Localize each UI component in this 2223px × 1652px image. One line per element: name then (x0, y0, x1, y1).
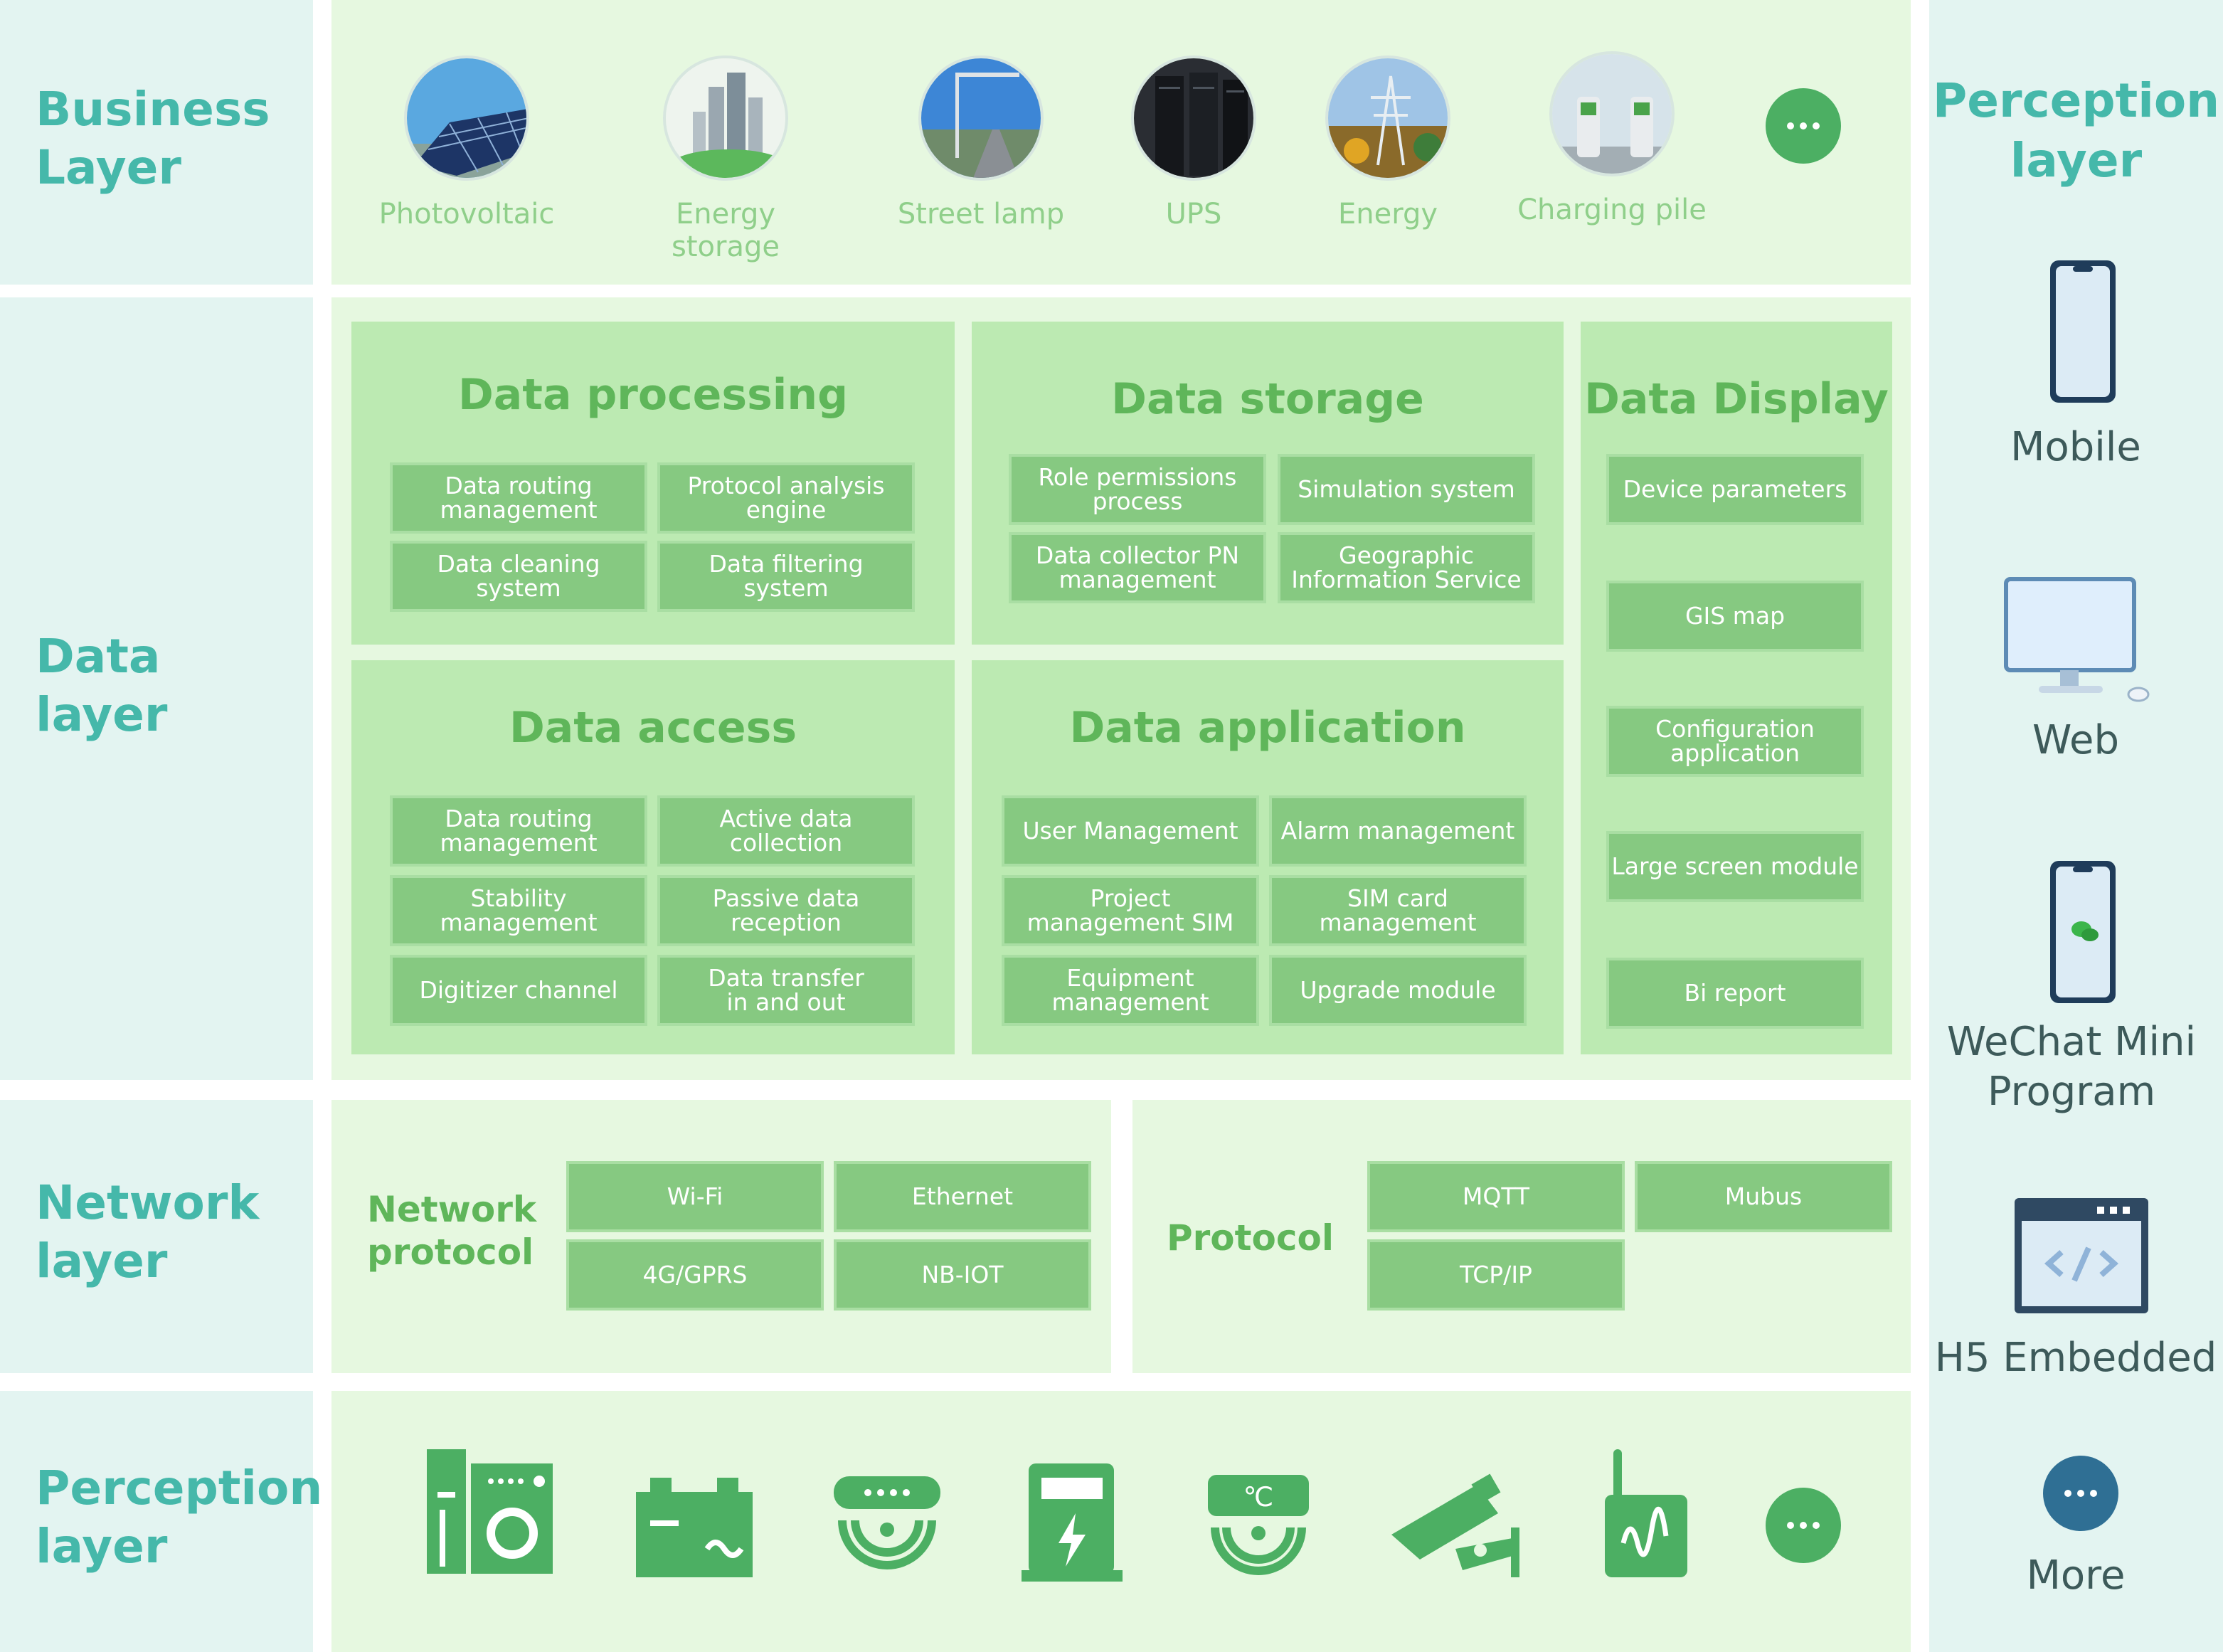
protocol-panel: Protocol MQTT Mubus TCP/IP (1132, 1100, 1911, 1373)
nb-iot-box: NB-IOT (834, 1239, 1091, 1311)
data-storage-title: Data storage (1111, 374, 1424, 424)
code-window-icon[interactable] (2012, 1195, 2151, 1316)
mubus-box: Mubus (1635, 1161, 1892, 1232)
temperature-sensor-icon: ℃ (1208, 1475, 1309, 1575)
business-layer-band: Business Layer (0, 0, 313, 285)
h5-embedded-label: H5 Embedded (1934, 1335, 2217, 1381)
network-protocol-title: Network protocol (367, 1189, 537, 1273)
protocol-title: Protocol (1167, 1217, 1335, 1259)
data-display-group: Data Display Device parameters GIS map C… (1581, 322, 1892, 1054)
business-item-energy: Energy (1281, 55, 1495, 231)
tcp-ip-box: TCP/IP (1367, 1239, 1625, 1311)
svg-text:℃: ℃ (1243, 1481, 1274, 1513)
business-item-label: Photovoltaic (378, 198, 555, 231)
business-item-label: UPS (1165, 198, 1222, 231)
perception-panel: ℃ (331, 1391, 1911, 1652)
data-storage-group: Data storage Role permissions process Si… (972, 322, 1564, 645)
right-column-title: Perception layer (1932, 73, 2220, 188)
network-layer-band: Network layer (0, 1100, 313, 1373)
mqtt-box: MQTT (1367, 1161, 1625, 1232)
wireless-sensor-icon (834, 1476, 940, 1569)
business-item-label: Energy storage (672, 198, 780, 263)
surveillance-camera-icon (1391, 1473, 1519, 1577)
simulation-system-box: Simulation system (1278, 454, 1535, 525)
data-routing-management-box: Data routing management (390, 795, 647, 867)
ethernet-box: Ethernet (834, 1161, 1091, 1232)
data-filtering-system-box: Data filtering system (657, 541, 915, 612)
sim-card-management-box: SIM card management (1269, 875, 1527, 946)
business-item-label: Charging pile (1517, 194, 1707, 226)
configuration-application-box: Configuration application (1606, 706, 1864, 777)
data-layer-label: Data layer (36, 629, 168, 742)
data-access-group: Data access Data routing management Acti… (351, 660, 955, 1054)
4g-gprs-box: 4G/GPRS (566, 1239, 824, 1311)
signal-transmitter-icon (1605, 1449, 1687, 1577)
server-rack-photo-icon (1131, 55, 1256, 181)
more-icon[interactable] (1766, 88, 1841, 164)
large-screen-module-box: Large screen module (1606, 831, 1864, 902)
passive-data-reception-box: Passive data reception (657, 875, 915, 946)
data-application-title: Data application (1069, 703, 1466, 753)
protocol-analysis-engine-box: Protocol analysis engine (657, 462, 915, 534)
data-cleaning-system-box: Data cleaning system (390, 541, 647, 612)
battery-icon (636, 1478, 753, 1577)
project-management-sim-box: Project management SIM (1002, 875, 1259, 946)
perception-layer-label: Perception layer (36, 1461, 323, 1574)
network-protocol-panel: Network protocol Wi-Fi Ethernet 4G/GPRS … (331, 1100, 1111, 1373)
business-item-charging-pile: Charging pile (1505, 51, 1719, 226)
more-icon[interactable] (2043, 1456, 2118, 1531)
right-perception-column: Perception layer Mobile Web WeChat Mini … (1929, 0, 2223, 1652)
data-display-title: Data Display (1584, 374, 1889, 424)
data-application-group: Data application User Management Alarm m… (972, 660, 1564, 1054)
business-item-label: Energy (1337, 198, 1438, 231)
digitizer-channel-box: Digitizer channel (390, 955, 647, 1026)
data-layer-band: Data layer (0, 297, 313, 1080)
data-processing-group: Data processing Data routing management … (351, 322, 955, 645)
business-item-energy-storage: Energy storage (619, 55, 832, 263)
perception-layer-band: Perception layer (0, 1391, 322, 1652)
wechat-phone-icon[interactable] (2047, 858, 2118, 1006)
business-item-street-lamp: Street lamp (874, 55, 1088, 231)
equipment-management-box: Equipment management (1002, 955, 1259, 1026)
geographic-information-service-box: Geographic Information Service (1278, 532, 1535, 603)
data-processing-title: Data processing (457, 370, 849, 420)
mobile-phone-icon[interactable] (2047, 258, 2118, 406)
upgrade-module-box: Upgrade module (1269, 955, 1527, 1026)
city-energy-photo-icon (663, 55, 788, 181)
web-label: Web (2032, 717, 2120, 763)
active-data-collection-box: Active data collection (657, 795, 915, 867)
more-label: More (2026, 1552, 2126, 1599)
alarm-management-box: Alarm management (1269, 795, 1527, 867)
business-layer-label: Business Layer (36, 82, 270, 195)
data-transfer-box: Data transfer in and out (657, 955, 915, 1026)
data-access-title: Data access (509, 703, 797, 753)
business-item-photovoltaic: Photovoltaic (360, 55, 573, 231)
data-panel: Data processing Data routing management … (331, 297, 1911, 1080)
bi-report-box: Bi report (1606, 958, 1864, 1029)
washing-machine-icon (427, 1449, 553, 1574)
wechat-mini-program-label: WeChat Mini Program (1946, 1019, 2197, 1115)
business-panel: Photovoltaic Energy storage Street lamp … (331, 0, 1911, 285)
more-icon[interactable] (1766, 1488, 1841, 1563)
business-item-label: Street lamp (897, 198, 1065, 231)
user-management-box: User Management (1002, 795, 1259, 867)
business-item-ups: UPS (1087, 55, 1300, 231)
monitor-icon[interactable] (2003, 572, 2160, 707)
charging-pile-icon (1022, 1463, 1123, 1582)
network-layer-label: Network layer (36, 1175, 260, 1288)
gis-map-box: GIS map (1606, 581, 1864, 652)
stability-management-box: Stability management (390, 875, 647, 946)
charging-station-photo-icon (1549, 51, 1675, 176)
wifi-box: Wi-Fi (566, 1161, 824, 1232)
mobile-label: Mobile (2010, 424, 2141, 470)
device-parameters-box: Device parameters (1606, 454, 1864, 525)
solar-panel-photo-icon (404, 55, 529, 181)
power-tower-photo-icon (1325, 55, 1450, 181)
data-collector-pn-management-box: Data collector PN management (1009, 532, 1266, 603)
role-permissions-process-box: Role permissions process (1009, 454, 1266, 525)
street-lamp-photo-icon (918, 55, 1044, 181)
data-routing-management-box: Data routing management (390, 462, 647, 534)
